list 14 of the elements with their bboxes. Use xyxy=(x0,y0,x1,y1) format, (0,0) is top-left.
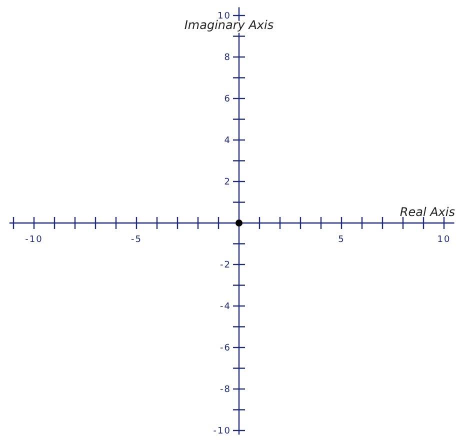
axis-title: Real Axis xyxy=(400,205,455,219)
tick-label: -10 xyxy=(25,235,43,245)
tick-label: 6 xyxy=(224,94,231,104)
tick-label: -6 xyxy=(220,344,231,354)
tick-label: 8 xyxy=(224,53,231,63)
tick-label: 2 xyxy=(224,178,231,188)
tick-label: -5 xyxy=(131,235,142,245)
tick-label: -4 xyxy=(220,302,231,312)
tick-label: -2 xyxy=(220,260,231,270)
tick-label: -8 xyxy=(220,385,231,395)
tick-label: 5 xyxy=(338,235,345,245)
tick-label: 10 xyxy=(437,235,451,245)
tick-label: -10 xyxy=(213,426,231,436)
tick-label: 4 xyxy=(224,136,231,146)
